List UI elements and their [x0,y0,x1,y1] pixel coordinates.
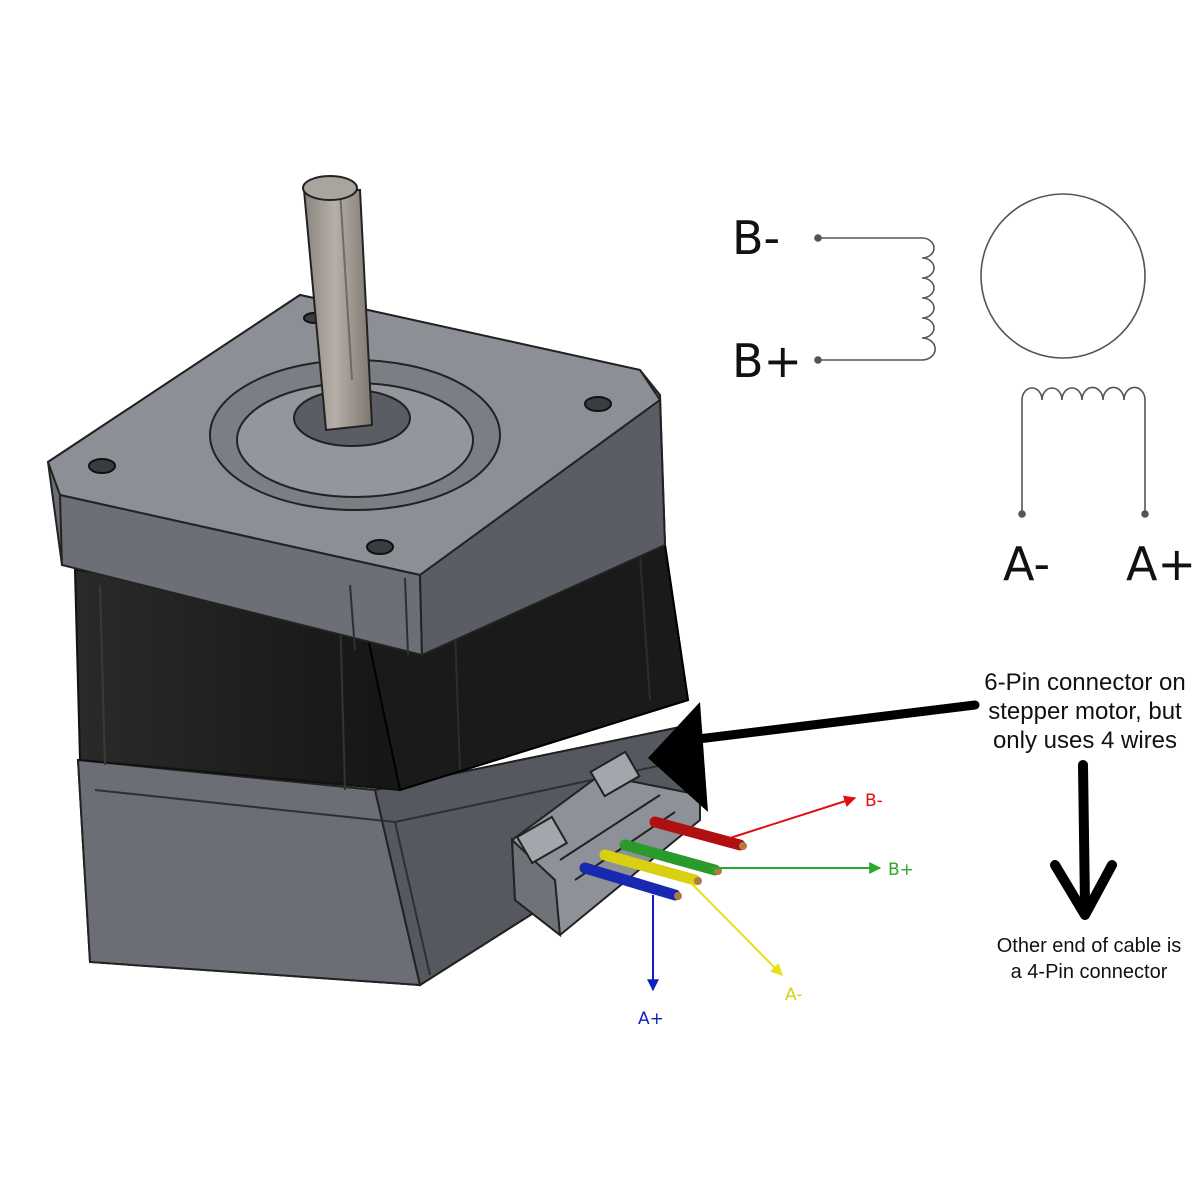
wire-red [649,816,746,851]
connector-note-line-2: stepper motor, but [988,698,1182,725]
down-arrow-shaft [1078,760,1090,910]
stepper-motor [46,175,747,987]
mounting-hole [584,396,612,412]
wire-green [619,839,721,876]
coil-b [814,234,936,364]
label-b-plus: B+ [732,334,802,388]
wire-label-b-plus: B+ [888,860,914,880]
rotor-circle [980,193,1146,359]
wire-label-a-minus: A- [785,985,802,1005]
motor-shaft [302,175,374,432]
wire-blue [579,862,681,901]
mounting-hole [366,539,394,555]
cable-note-line-1: Other end of cable is [997,935,1182,957]
wire-label-a-plus: A+ [638,1009,664,1029]
connector-note-line-3: only uses 4 wires [993,727,1177,754]
label-a-plus: A+ [1126,537,1196,591]
connector-note-line-1: 6-Pin connector on [984,669,1185,696]
wire-bundle [579,816,747,901]
mounting-hole [88,458,116,474]
cable-note-line-2: a 4-Pin connector [1011,961,1168,983]
cable-callout: Other end of cable is a 4-Pin connector [997,760,1182,983]
label-b-minus: B- [732,211,780,265]
callout-arrowhead [648,702,708,812]
wire-yellow [599,849,701,886]
label-a-minus: A- [1003,537,1050,591]
arrow-b-minus [729,795,857,839]
down-arrow-head [1050,860,1117,920]
arrow-a-minus [689,881,783,976]
coil-a [1018,386,1149,518]
motor-top-cap [46,293,667,657]
wire-arrows: B- B+ A- A+ [638,791,914,1029]
connector-callout: 6-Pin connector on stepper motor, but on… [648,669,1186,812]
wire-label-b-minus: B- [865,791,883,811]
coil-schematic: B- B+ A- A+ [732,193,1196,591]
